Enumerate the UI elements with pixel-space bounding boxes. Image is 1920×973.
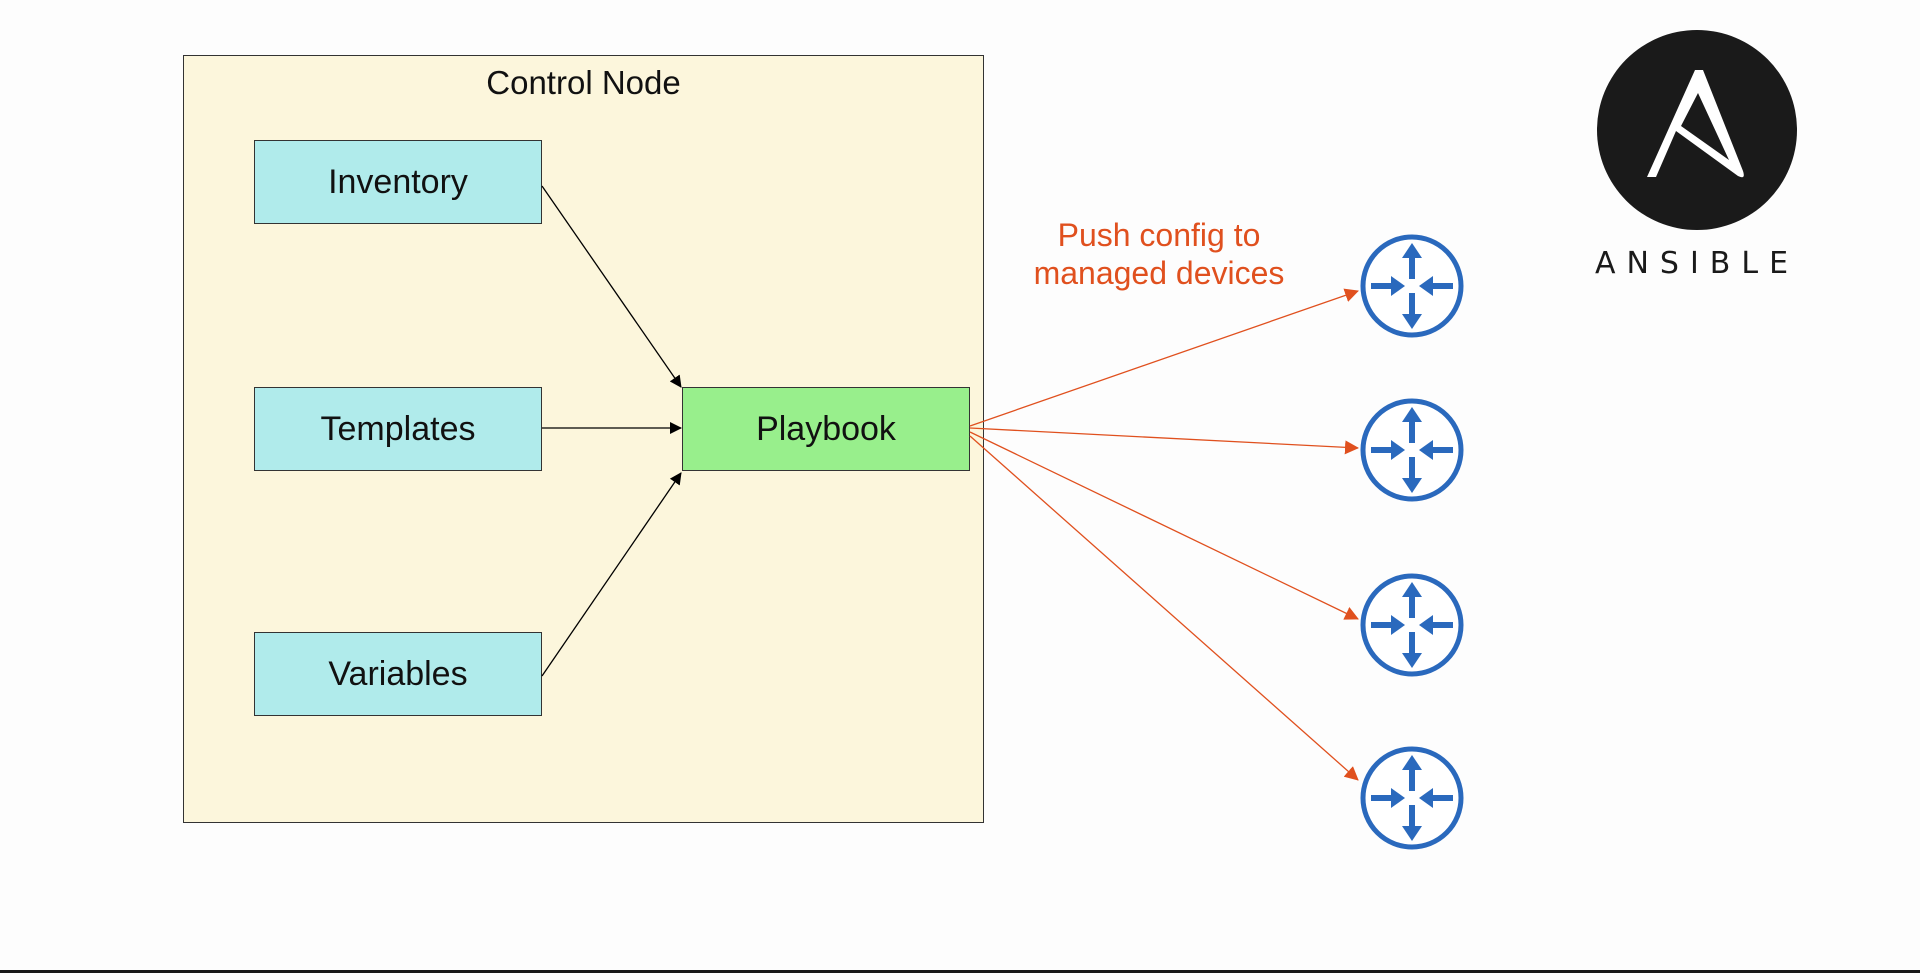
inventory-box: Inventory: [254, 140, 542, 224]
playbook-box: Playbook: [682, 387, 970, 471]
templates-box: Templates: [254, 387, 542, 471]
push-arrow-device-3: [969, 431, 1359, 620]
variables-label: Variables: [328, 654, 468, 693]
ansible-wordmark: ANSIBLE: [1594, 246, 1800, 281]
push-config-label: Push config to managed devices: [1033, 217, 1285, 291]
push-arrow-device-2: [969, 427, 1359, 455]
templates-label: Templates: [320, 409, 476, 448]
router-icon: [1360, 398, 1464, 502]
inventory-to-playbook-arrow: [541, 185, 682, 388]
bottom-border: [0, 970, 1920, 973]
push-arrow-device-1: [969, 288, 1359, 427]
router-icon: [1360, 573, 1464, 677]
inventory-label: Inventory: [328, 162, 468, 201]
variables-to-playbook-arrow: [541, 472, 682, 677]
router-icon: [1360, 746, 1464, 850]
ansible-logo-icon: [1597, 30, 1797, 230]
variables-box: Variables: [254, 632, 542, 716]
router-icon: [1360, 234, 1464, 338]
control-node-label: Control Node: [486, 64, 681, 101]
playbook-label: Playbook: [756, 409, 896, 448]
push-arrow-device-4: [969, 435, 1359, 781]
